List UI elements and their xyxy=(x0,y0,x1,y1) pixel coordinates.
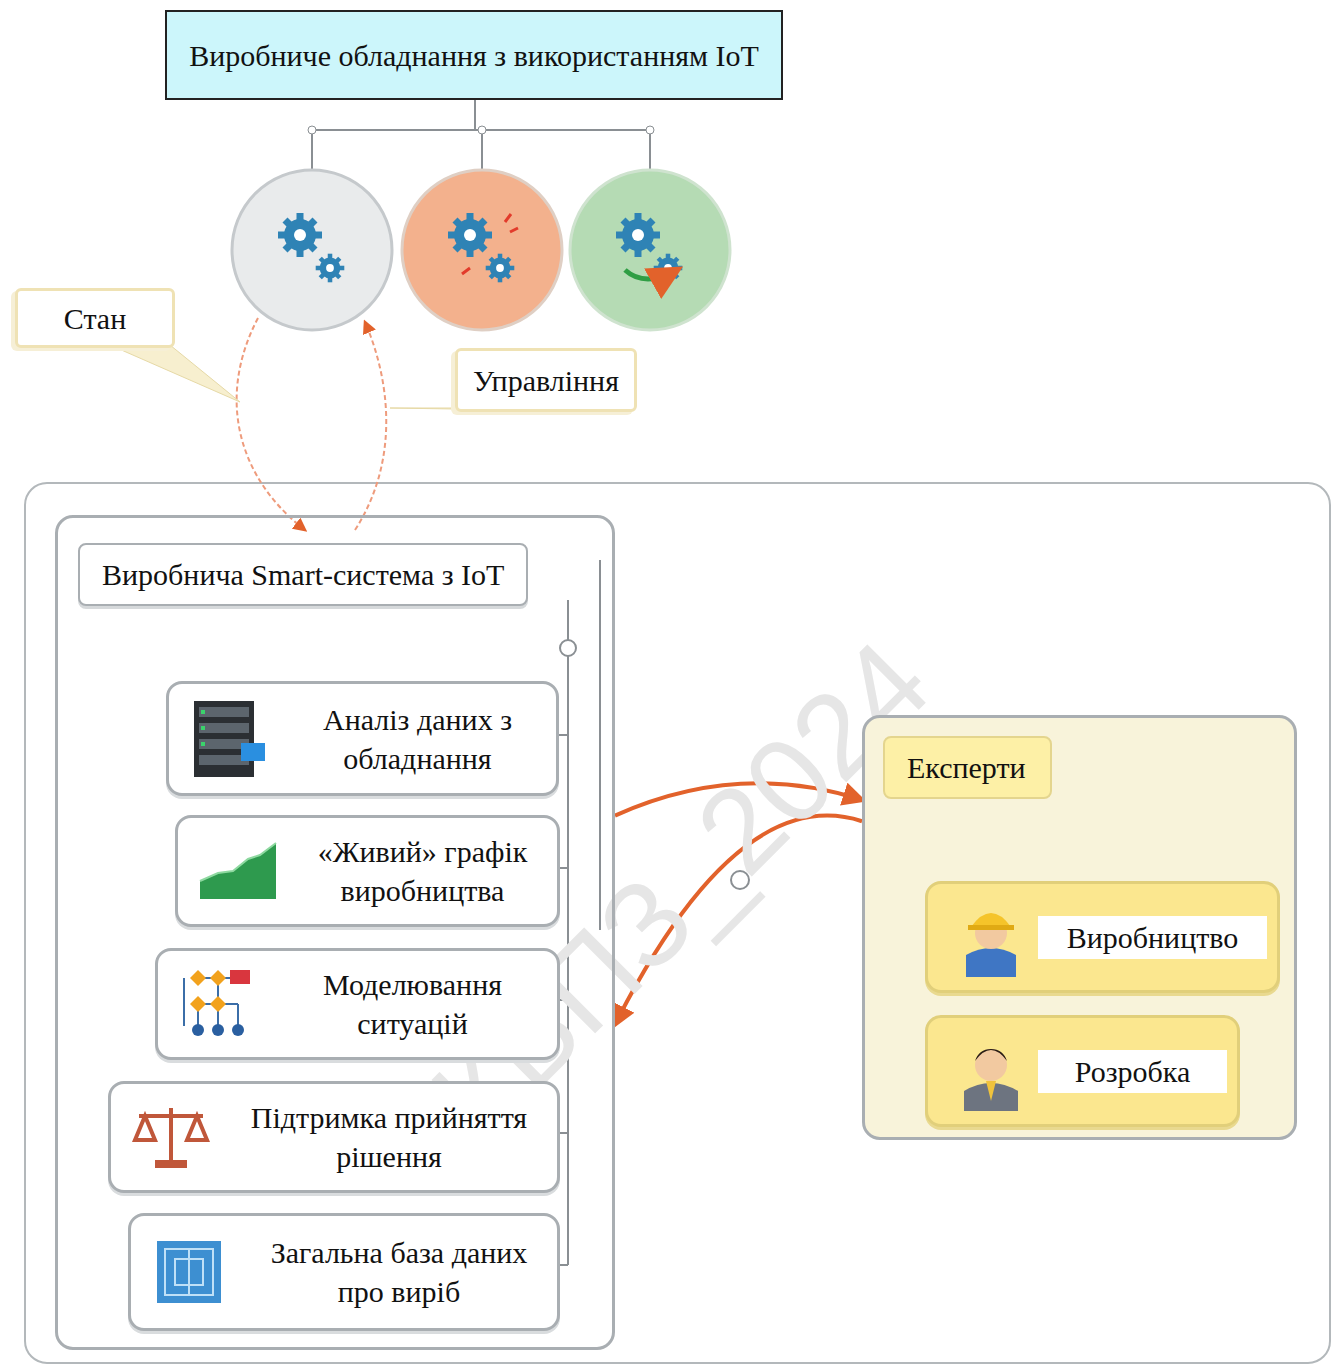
callout-box: Стан xyxy=(15,288,175,348)
node-text: Аналіз даних з обладнання xyxy=(289,698,546,780)
node-text: Підтримка прийняття рішення xyxy=(231,1096,547,1178)
function-box: Аналіз даних з обладнання xyxy=(166,681,559,796)
node-icon xyxy=(178,964,258,1044)
expert-box: Виробництво xyxy=(925,881,1280,993)
node-text: Розробка xyxy=(1038,1050,1227,1093)
node-text: Загальна база даних про виріб xyxy=(251,1231,547,1313)
bus-wire xyxy=(312,100,650,170)
callout-tail xyxy=(110,345,240,402)
control-arrow xyxy=(355,322,386,530)
machine-circle xyxy=(402,170,562,330)
state-arrow xyxy=(237,318,305,530)
machine-circle xyxy=(570,170,730,330)
node-icon xyxy=(198,841,278,901)
node-icon xyxy=(956,1031,1026,1111)
function-box: Моделювання ситуацій xyxy=(155,948,560,1060)
node-text: Виробнича Smart-система з IoT xyxy=(78,543,528,606)
node-text: «Живий» графік виробництва xyxy=(298,830,547,912)
node-icon xyxy=(189,699,269,779)
node-icon xyxy=(151,1237,231,1307)
equipment-box: Виробниче обладнання з використанням IoT xyxy=(165,10,783,100)
function-box: «Живий» графік виробництва xyxy=(175,815,560,927)
outer-frame xyxy=(25,483,1330,1363)
node-text: Моделювання ситуацій xyxy=(278,963,547,1045)
node-text: Виробниче обладнання з використанням IoT xyxy=(189,36,759,75)
node-icon xyxy=(956,897,1026,977)
function-box: Підтримка прийняття рішення xyxy=(108,1081,560,1193)
function-box: Загальна база даних про виріб xyxy=(128,1213,560,1331)
expert-box: Розробка xyxy=(925,1015,1240,1127)
node-text: Виробництво xyxy=(1038,916,1267,959)
experts-panel: ЕкспертиВиробництвоРозробка xyxy=(862,715,1297,1140)
node-icon xyxy=(131,1102,211,1172)
system-panel: Виробнича Smart-система з IoT Аналіз дани… xyxy=(55,515,615,1350)
callout-box: Управління xyxy=(455,348,637,412)
node-text: Управління xyxy=(473,361,619,400)
machine-circle xyxy=(232,170,392,330)
node-text: Експерти xyxy=(883,736,1052,799)
node-text: Стан xyxy=(64,299,126,338)
